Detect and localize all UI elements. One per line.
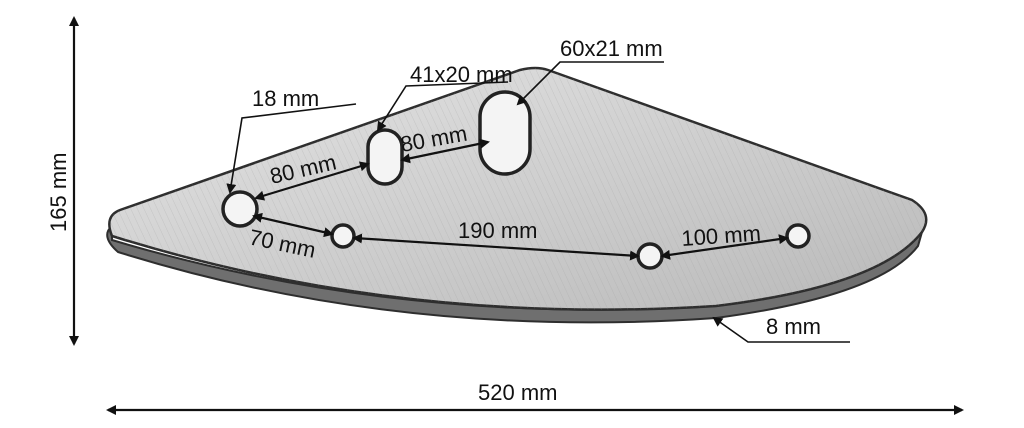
hole-small-right bbox=[785, 223, 811, 249]
slot-small-label: 41x20 mm bbox=[410, 62, 513, 87]
hole-small-left bbox=[330, 223, 356, 249]
height-label: 165 mm bbox=[46, 153, 71, 232]
width-label: 520 mm bbox=[478, 380, 557, 405]
spacing-slot-slot-arrow bbox=[400, 138, 490, 164]
thickness-label: 8 mm bbox=[766, 314, 821, 339]
slot-large bbox=[478, 90, 532, 176]
spacing-190-label: 190 mm bbox=[458, 218, 537, 243]
hole-diameter-label: 18 mm bbox=[252, 86, 319, 111]
spacing-hole-slot-arrow bbox=[254, 161, 370, 201]
spacing-190-arrow bbox=[352, 233, 640, 261]
hole-diameter-leader bbox=[226, 103, 357, 194]
hole-large-left bbox=[221, 190, 259, 228]
spacing-100-label: 100 mm bbox=[681, 221, 762, 251]
thickness-leader bbox=[712, 316, 850, 343]
hole-small-center bbox=[636, 242, 664, 270]
spacing-100-arrow bbox=[660, 234, 789, 260]
slot-large-leader bbox=[516, 61, 664, 106]
slot-small bbox=[366, 128, 404, 186]
slot-small-leader bbox=[376, 81, 509, 132]
slot-large-label: 60x21 mm bbox=[560, 36, 663, 61]
spacing-70-arrow bbox=[252, 212, 334, 238]
